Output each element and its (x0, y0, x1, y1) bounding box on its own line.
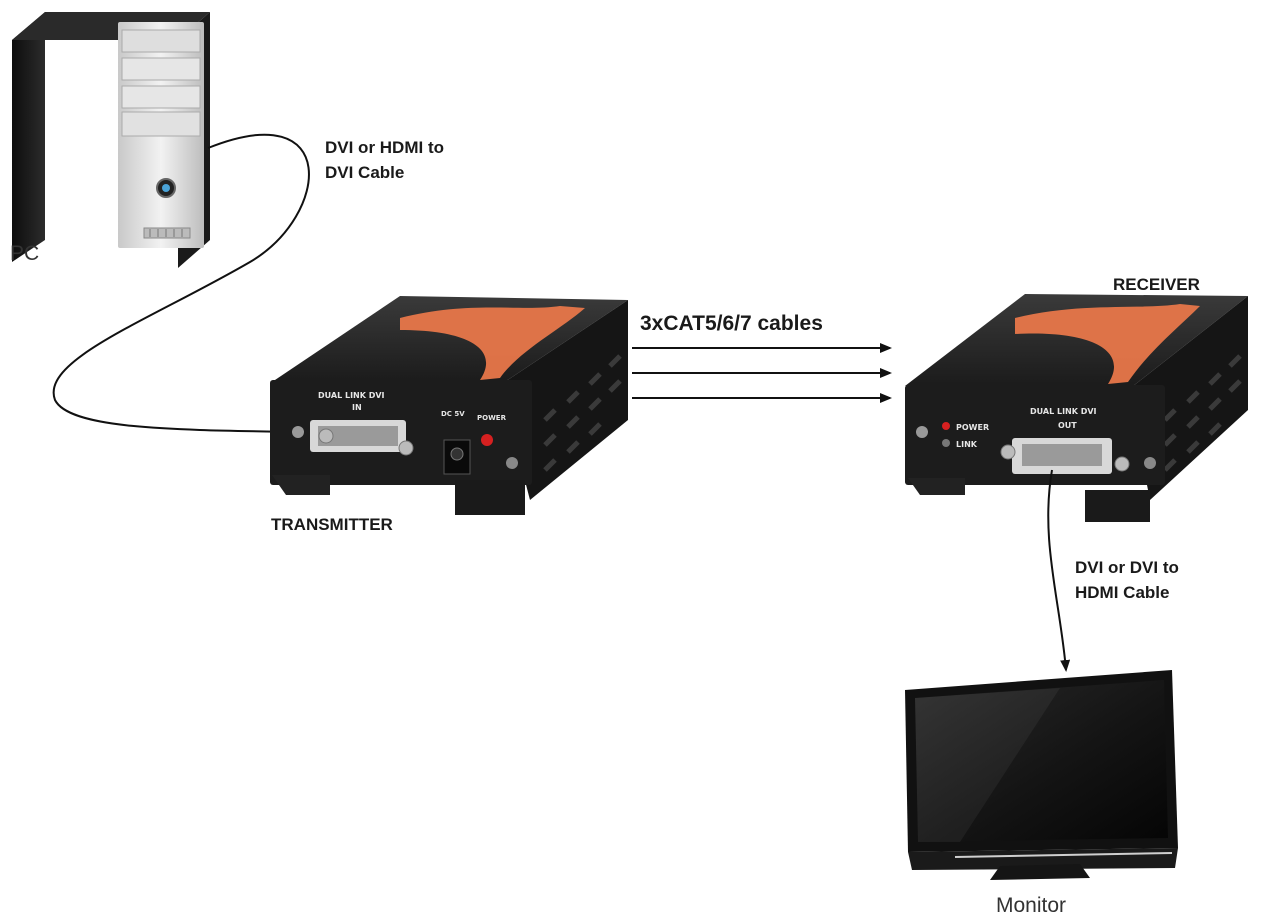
cat-cables-label: 3xCAT5/6/7 cables (640, 312, 823, 335)
pc-cable-label-line1: DVI or HDMI to (325, 138, 444, 157)
pc-cable-label: DVI or HDMI to DVI Cable (325, 135, 444, 185)
transmitter-device-icon: DUAL LINK DVI IN DC 5V POWER (270, 296, 628, 515)
pc-cable-label-line2: DVI Cable (325, 163, 405, 182)
receiver-port-label: DUAL LINK DVI (1030, 407, 1097, 416)
monitor-cable-label-line2: HDMI Cable (1075, 583, 1170, 602)
pc-label: PC (10, 242, 40, 265)
monitor-cable-label-line1: DVI or DVI to (1075, 558, 1179, 577)
monitor-cable (1047, 469, 1071, 672)
dvi-port-icon (1000, 438, 1130, 474)
receiver-port-sublabel: OUT (1058, 421, 1077, 430)
transmitter-port-label: DUAL LINK DVI (318, 391, 385, 400)
pc-cable (52, 133, 310, 437)
transmitter-power-label: POWER (477, 414, 507, 422)
pc-tower-icon (12, 12, 210, 268)
transmitter-dc-label: DC 5V (441, 410, 465, 418)
cat-cables (632, 343, 892, 403)
dvi-port-icon (310, 420, 414, 456)
transmitter-label: TRANSMITTER (271, 515, 393, 534)
monitor-icon (905, 670, 1178, 880)
monitor-cable-label: DVI or DVI to HDMI Cable (1075, 555, 1179, 605)
transmitter-port-sublabel: IN (352, 403, 362, 412)
monitor-label: Monitor (996, 894, 1067, 917)
receiver-power-label: POWER (956, 423, 989, 432)
receiver-label: RECEIVER (1113, 275, 1200, 294)
receiver-link-label: LINK (956, 440, 978, 449)
receiver-device-icon: DUAL LINK DVI OUT POWER LINK (905, 294, 1248, 522)
